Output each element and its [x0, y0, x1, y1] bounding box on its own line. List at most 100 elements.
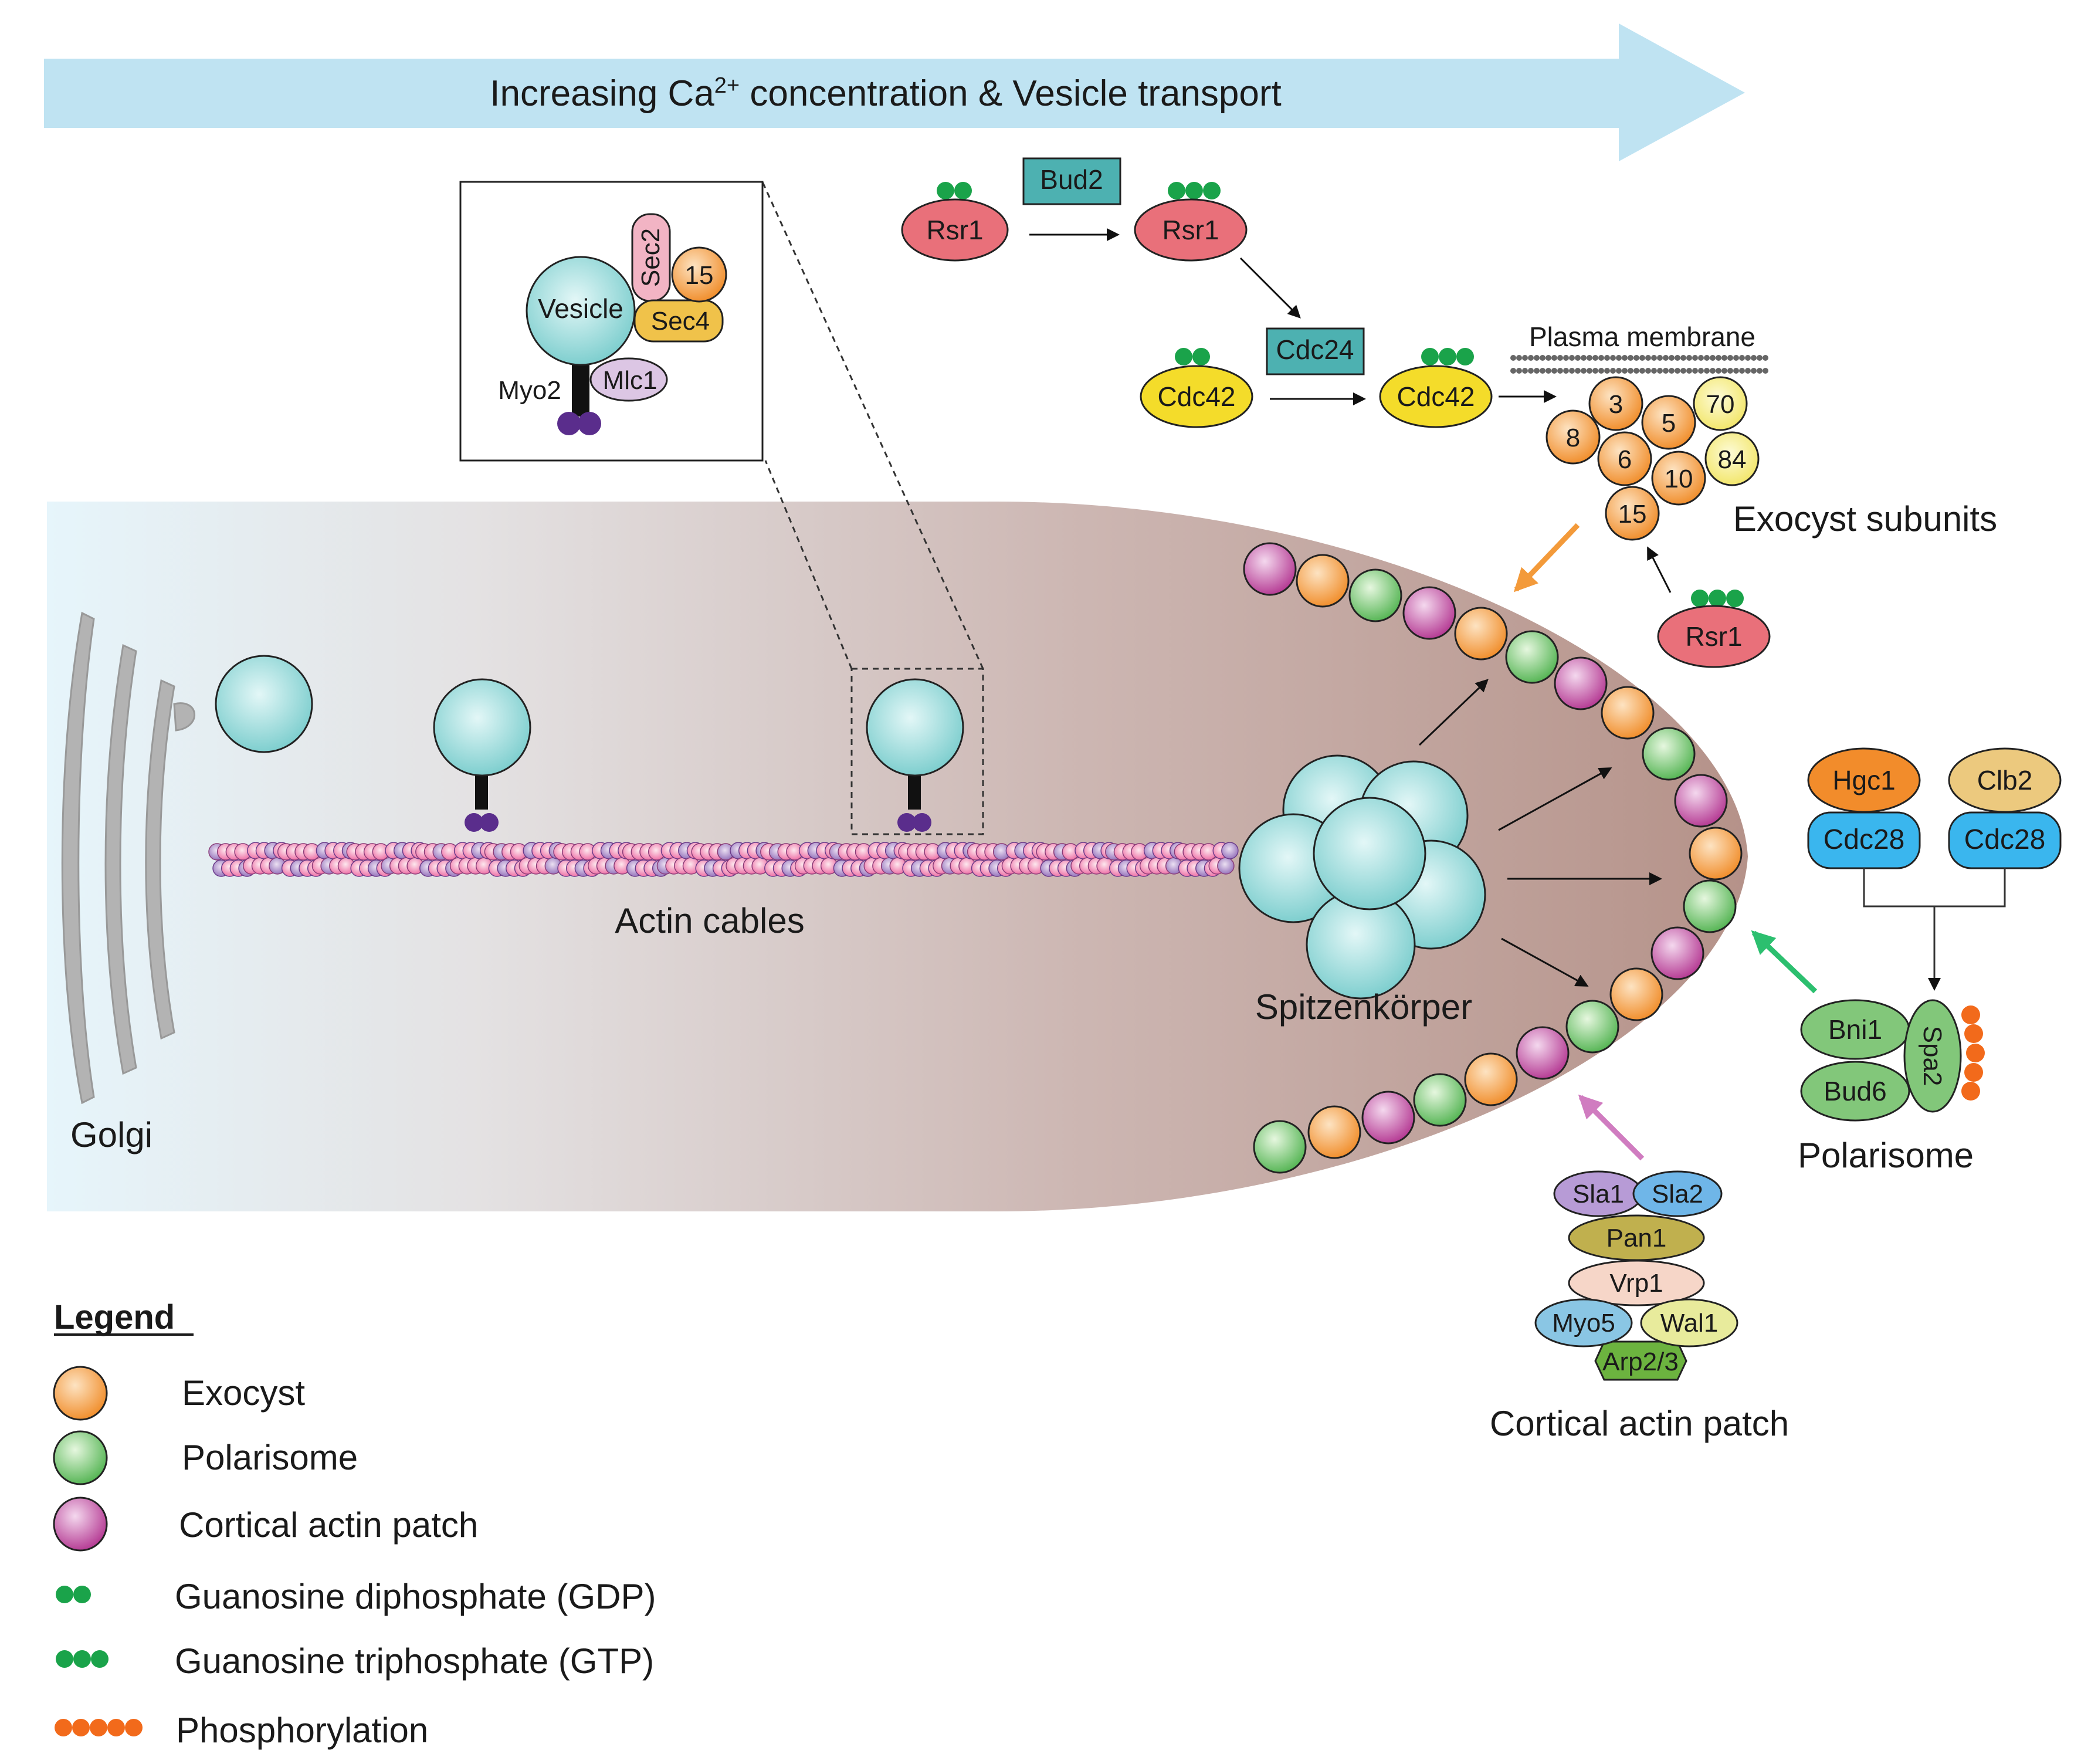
lipid-head: [1704, 368, 1710, 374]
lipid-head: [1528, 368, 1534, 374]
lipid-head: [1534, 368, 1540, 374]
lipid-head: [1721, 355, 1727, 361]
lipid-head: [1633, 355, 1639, 361]
lipid-head: [1522, 368, 1528, 374]
exocyst-subunit-10: [1651, 451, 1706, 506]
lipid-head: [1721, 368, 1727, 374]
lipid-head: [1675, 355, 1680, 361]
rsr1-gtp: [1134, 198, 1248, 262]
cdc28-connector: [1863, 868, 2006, 988]
arrow-patch-to-cortex: [1578, 1094, 1645, 1161]
lipid-head: [1540, 368, 1546, 374]
exocyst-cluster: [1546, 376, 1760, 541]
zoom-line-right: [761, 181, 984, 669]
plasma-membrane: [1510, 355, 1768, 374]
golgi: [61, 611, 195, 1105]
legend-cortical-patch-label: Cortical actin patch: [179, 1505, 478, 1545]
exocyst-subunit-70: [1693, 376, 1748, 431]
lipid-head: [1651, 355, 1657, 361]
svg-text:5: 5: [1662, 409, 1676, 438]
clb2-label: Clb2: [1977, 765, 2033, 795]
lipid-head: [1710, 355, 1716, 361]
exocyst-bead: [1464, 1052, 1518, 1106]
lipid-head: [1516, 355, 1522, 361]
lipid-head: [1663, 355, 1669, 361]
inset-mlc1-label: Mlc1: [603, 366, 657, 395]
myo5: [1534, 1298, 1633, 1347]
rsr1-bottom: [1657, 605, 1771, 668]
lipid-head: [1551, 368, 1557, 374]
lipid-head: [1733, 368, 1739, 374]
cortical-patch-bead: [1650, 926, 1704, 980]
cortical-patch-bead: [1402, 586, 1456, 640]
exocyst-bead: [1601, 686, 1655, 740]
gtp-dots-rsr1: [1168, 182, 1221, 199]
sla2-label: Sla2: [1652, 1180, 1703, 1208]
legend-gtp-swatch: [56, 1650, 109, 1668]
lipid-head: [1546, 368, 1551, 374]
spa2-label: Spa2: [1918, 1026, 1947, 1086]
rsr1-bottom-label: Rsr1: [1685, 621, 1742, 652]
polarisome-bead: [1505, 630, 1559, 684]
vrp1: [1568, 1259, 1705, 1306]
bud6-label: Bud6: [1824, 1076, 1886, 1106]
lipid-head: [1757, 355, 1763, 361]
lipid-head: [1528, 355, 1534, 361]
lipid-head: [1692, 355, 1698, 361]
lipid-head: [1757, 368, 1763, 374]
lipid-head: [1698, 368, 1704, 374]
exocyst-subunit-8: [1546, 409, 1601, 465]
exocyst-bead: [1609, 967, 1663, 1021]
exocyst-bead: [1296, 554, 1350, 608]
lipid-head: [1587, 368, 1592, 374]
cdc42-gtp-label: Cdc42: [1397, 381, 1475, 412]
legend-cortical-patch-swatch: [53, 1496, 108, 1552]
lipid-head: [1763, 368, 1768, 374]
lipid-head: [1592, 368, 1598, 374]
rsr1-gdp: [901, 198, 1009, 262]
exocyst-bead: [1454, 607, 1508, 661]
lipid-head: [1569, 355, 1575, 361]
lipid-head: [1622, 368, 1628, 374]
gtp-dots-cdc42: [1421, 348, 1474, 365]
polarisome-label: Polarisome: [1798, 1136, 1974, 1175]
lipid-head: [1546, 355, 1551, 361]
gtp-dots-rsr1-bottom: [1691, 590, 1744, 607]
lipid-head: [1628, 368, 1633, 374]
polarisome-bead: [1413, 1073, 1467, 1127]
lipid-head: [1604, 368, 1610, 374]
polarisome-bead: [1565, 1000, 1619, 1054]
cortical-patch-bead: [1243, 542, 1297, 596]
legend-gdp-swatch: [56, 1586, 91, 1603]
exocyst-subunit-5: [1641, 395, 1696, 450]
lipid-head: [1733, 355, 1739, 361]
exocyst-subunits-label: Exocyst subunits: [1733, 499, 1997, 539]
bud2-label: Bud2: [1040, 164, 1103, 195]
legend-phosphorylation-label: Phosphorylation: [176, 1711, 428, 1750]
lipid-head: [1669, 368, 1675, 374]
lipid-head: [1751, 355, 1757, 361]
lipid-head: [1610, 355, 1616, 361]
svg-text:70: 70: [1706, 390, 1735, 419]
lipid-head: [1639, 355, 1645, 361]
lipid-head: [1727, 368, 1733, 374]
lipid-head: [1622, 355, 1628, 361]
actin-cable: [208, 842, 1239, 877]
svg-text:3: 3: [1609, 390, 1623, 419]
mlc1: [589, 357, 668, 402]
gdp-dots-cdc42: [1175, 348, 1210, 365]
polarisome-bead: [1642, 727, 1696, 781]
svg-text:15: 15: [1618, 500, 1647, 529]
inset-exocyst-15: [671, 246, 727, 303]
cdc42-gdp-label: Cdc42: [1158, 381, 1236, 412]
cortical-actin-patch-label: Cortical actin patch: [1490, 1404, 1789, 1443]
legend-gtp-label: Guanosine triphosphate (GTP): [175, 1641, 654, 1681]
phosphorylation-dots-spa2: [1961, 1005, 1985, 1101]
cdc28-left-label: Cdc28: [1824, 824, 1905, 855]
lipid-head: [1575, 368, 1581, 374]
cortical-patch-bead: [1674, 774, 1728, 828]
lipid-head: [1563, 368, 1569, 374]
legend-title: Legend: [54, 1298, 175, 1336]
svg-text:84: 84: [1718, 445, 1747, 474]
vrp1-label: Vrp1: [1609, 1269, 1663, 1298]
